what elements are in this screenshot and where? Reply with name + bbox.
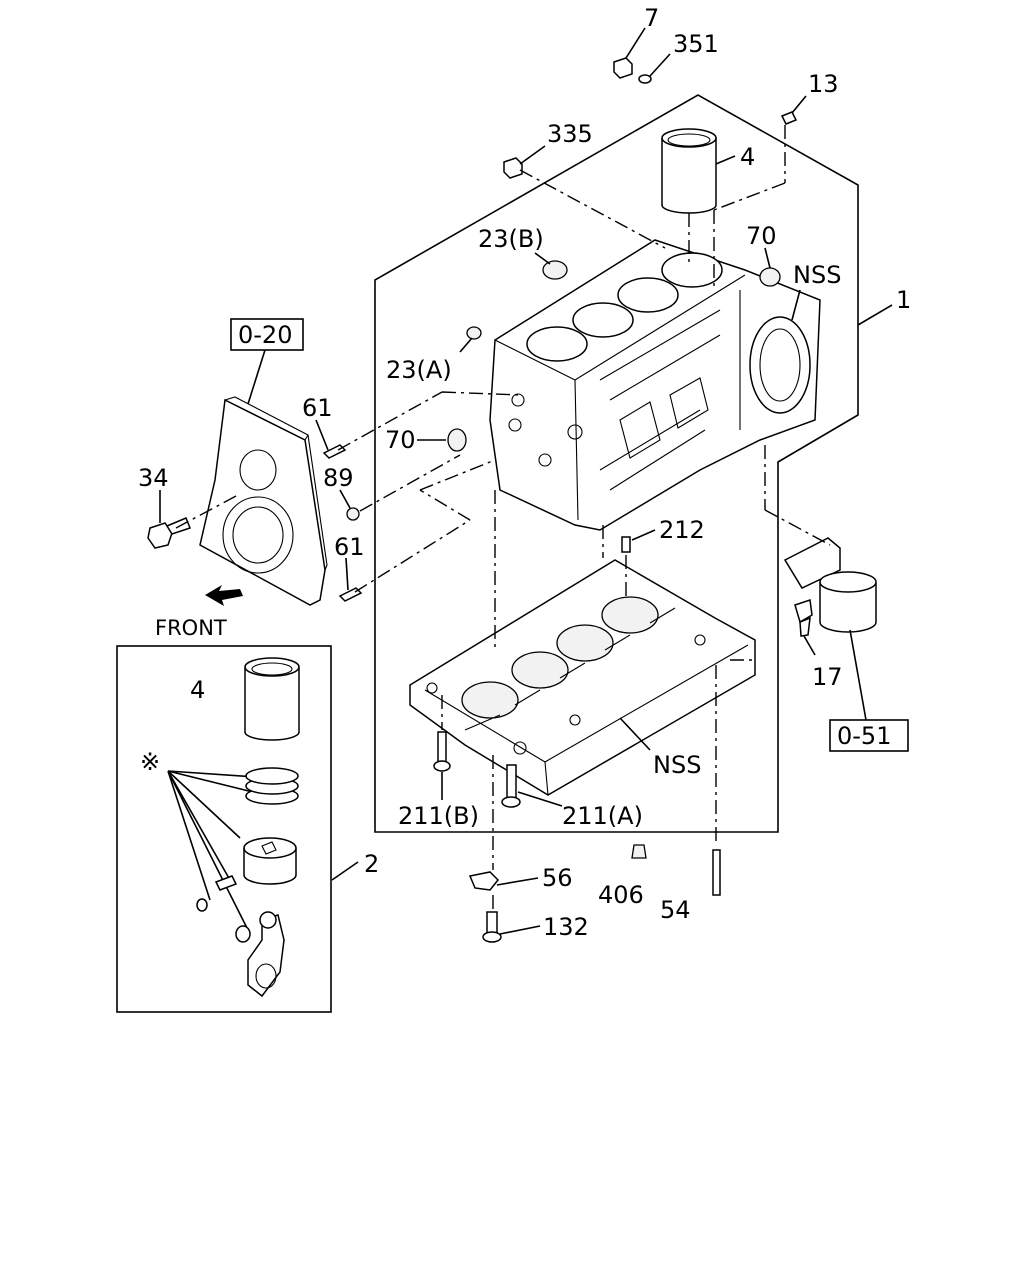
label-406: 406 (598, 881, 644, 909)
label-0-20: 0-20 (238, 321, 292, 349)
plug-23b-part (542, 260, 568, 280)
piston-liner-part (244, 657, 300, 741)
piston-pin-part (214, 875, 238, 891)
front-arrow-icon (205, 585, 243, 606)
label-61-bottom: 61 (334, 533, 365, 561)
label-nss-top: NSS (793, 261, 841, 289)
ref-box-0-20 (230, 318, 304, 351)
callout-labels: 7 351 13 335 4 23(B) 70 NSS 1 0-20 23(A)… (138, 4, 911, 941)
label-13: 13 (808, 70, 839, 98)
label-2: 2 (364, 850, 379, 878)
oil-filter-assembly-part (783, 537, 877, 633)
bolt-7-part (613, 57, 633, 79)
bolt-335-part (503, 157, 523, 179)
stud-54-part (712, 849, 721, 896)
label-4-box: 4 (190, 676, 205, 704)
bolt-211b-part (433, 731, 451, 772)
label-70-left: 70 (385, 426, 416, 454)
label-4-top: 4 (740, 143, 755, 171)
label-132: 132 (543, 913, 589, 941)
label-23b: 23(B) (478, 225, 544, 253)
lower-crankcase-part (409, 559, 756, 796)
label-212: 212 (659, 516, 705, 544)
cylinder-block-part (489, 239, 821, 531)
label-0-51: 0-51 (837, 722, 891, 750)
piston-part (243, 837, 297, 885)
front-plate-part (199, 396, 328, 606)
bolt-34-part (147, 517, 191, 549)
label-335: 335 (547, 120, 593, 148)
bracket-56-part (468, 871, 500, 891)
pin-bushing-part (235, 925, 251, 943)
plug-70-top-part (759, 267, 781, 287)
label-nss-bottom: NSS (653, 751, 701, 779)
connecting-rod-part (247, 911, 285, 998)
label-asterisk: ※ (140, 748, 160, 776)
label-61-top: 61 (302, 394, 333, 422)
sensor-17-part (794, 599, 813, 637)
plug-23a-part (466, 326, 482, 340)
label-70-top: 70 (746, 222, 777, 250)
ref-box-0-51 (829, 719, 909, 752)
bolt-132-part (482, 911, 502, 943)
plug-13-part (780, 111, 798, 125)
label-211b: 211(B) (398, 802, 479, 830)
label-17: 17 (812, 663, 843, 691)
label-351: 351 (673, 30, 719, 58)
label-56: 56 (542, 864, 573, 892)
cylinder-liner-4-part (661, 128, 717, 214)
label-7: 7 (644, 4, 659, 32)
dash-dot-assembly-lines (175, 125, 831, 910)
label-1: 1 (896, 286, 911, 314)
plug-89-part (346, 507, 360, 521)
label-front: FRONT (155, 616, 227, 640)
plug-406-part (631, 844, 647, 859)
label-34: 34 (138, 464, 169, 492)
plug-70-left-part (447, 428, 467, 452)
washer-351-part (638, 74, 652, 84)
piston-rings-part (245, 767, 299, 805)
piston-kit-box (116, 645, 332, 1013)
leader-lines (159, 27, 893, 935)
label-54: 54 (660, 896, 691, 924)
snap-ring-part (196, 898, 208, 912)
block-frame-outline (374, 94, 859, 833)
label-211a: 211(A) (562, 802, 643, 830)
label-23a: 23(A) (386, 356, 452, 384)
bolt-211a-part (501, 764, 521, 808)
pin-212-part (621, 536, 631, 553)
label-89: 89 (323, 464, 354, 492)
